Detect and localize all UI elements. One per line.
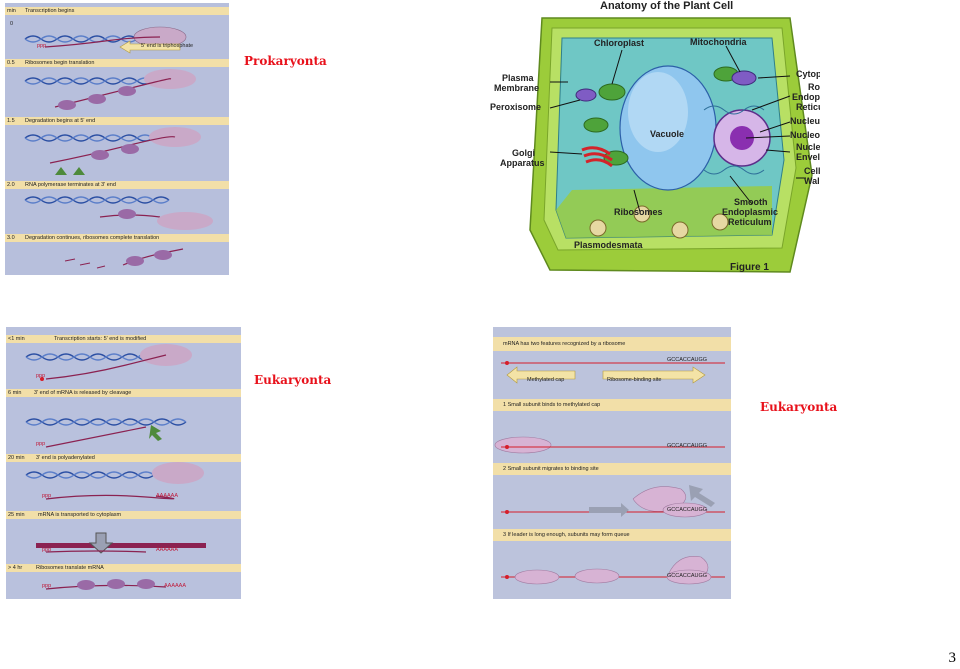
euk2-header: mRNA has two features recognized by a ri… — [493, 337, 731, 351]
euk2-step-1: 1 Small subunit binds to methylated cap — [493, 399, 731, 411]
ppp-label: ppp — [42, 493, 52, 499]
label-smooth-3: Reticulum — [728, 217, 772, 227]
row-text: Ribosomes begin translation — [25, 60, 95, 66]
header-text: mRNA has two features recognized by a ri… — [503, 341, 626, 347]
step-text: 1 Small subunit binds to methylated cap — [503, 402, 601, 408]
polya-label: AAAAAA — [156, 547, 179, 553]
page-number: 3 — [948, 650, 957, 666]
polya-label: AAAAAA — [164, 583, 187, 589]
row-time: min — [7, 8, 16, 14]
label-envelope-1: Nuclear — [796, 142, 820, 152]
prokaryote-figure: min Transcription begins 0 ppp 5' end is… — [5, 3, 229, 275]
row-time: 1.5 — [7, 118, 15, 124]
row-time: 6 min — [8, 390, 22, 396]
label-ribosomes: Ribosomes — [614, 207, 663, 217]
eukaryonta-label-1: Eukaryonta — [254, 373, 332, 387]
prokaryonta-label: Prokaryonta — [244, 54, 327, 68]
label-nucleolus: Nucleolus — [790, 130, 820, 140]
sequence-label: GCCACCAUGG — [667, 573, 708, 579]
euk1-row-2: 20 min 3' end is polyadenylated — [6, 454, 241, 462]
label-plasmodesmata: Plasmodesmata — [574, 240, 643, 250]
label-plasma-1: Plasma — [502, 73, 534, 83]
prok-row-0: min Transcription begins — [5, 7, 229, 15]
euk2-step-2: 2 Small subunit migrates to binding site — [493, 463, 731, 475]
prok-row-3: 2.0 RNA polymerase terminates at 3' end — [5, 181, 229, 189]
label-rough-2: Endoplasmic — [792, 92, 820, 102]
label-cytoplasm: Cytoplasm — [796, 69, 820, 79]
row-time: 25 min — [8, 512, 25, 518]
row-text: Transcription starts: 5' end is modified — [54, 336, 147, 342]
ppp-label: ppp — [36, 441, 46, 447]
sequence-label: GCCACCAUGG — [667, 507, 708, 513]
euk2-step-3: 3 If leader is long enough, subunits may… — [493, 529, 731, 541]
row-time: > 4 hr — [8, 565, 23, 571]
row-text: Ribosomes translate mRNA — [36, 565, 104, 571]
euk1-row-4: > 4 hr Ribosomes translate mRNA — [6, 564, 241, 572]
plant-cell-illustration — [529, 17, 813, 273]
sequence-label: GCCACCAUGG — [667, 443, 708, 449]
label-cellwall-1: Cell — [804, 166, 820, 176]
row-text: mRNA is transported to cytoplasm — [38, 512, 122, 518]
arrow-label: 5' end is triphosphate — [141, 43, 194, 49]
label-mitochondria: Mitochondria — [690, 37, 747, 47]
label-golgi-2: Apparatus — [500, 158, 545, 168]
cap-label: Methylated cap — [527, 377, 565, 383]
label-vacuole: Vacuole — [650, 129, 685, 139]
row-text: Degradation begins at 5' end — [25, 118, 96, 124]
label-nucleus: Nucleus — [790, 116, 820, 126]
euk1-row-3: 25 min mRNA is transported to cytoplasm — [6, 511, 241, 519]
sequence-label: GCCACCAUGG — [667, 357, 708, 363]
row-time: 3.0 — [7, 235, 15, 241]
label-smooth-2: Endoplasmic — [722, 207, 779, 217]
ppp-label: ppp — [42, 547, 52, 553]
label-envelope-2: Envelope — [796, 152, 820, 162]
figure-caption: Figure 1 — [730, 262, 769, 273]
plant-cell-figure: Anatomy of the Plant Cell Chloroplast Mi… — [490, 0, 820, 277]
euk1-row-0: <1 min Transcription starts: 5' end is m… — [6, 335, 241, 343]
row-time: 2.0 — [7, 182, 15, 188]
label-cellwall-2: Wall — [804, 176, 820, 186]
first-time: 0 — [10, 21, 14, 27]
label-rough-1: Rough — [808, 82, 820, 92]
cell-title: Anatomy of the Plant Cell — [600, 0, 734, 12]
step-text: 2 Small subunit migrates to binding site — [503, 466, 599, 472]
prok-row-2: 1.5 Degradation begins at 5' end — [5, 117, 229, 125]
row-text: RNA polymerase terminates at 3' end — [25, 182, 116, 188]
ribosome-binding-figure: mRNA has two features recognized by a ri… — [493, 327, 731, 599]
prokaryote-illustration — [24, 26, 213, 269]
prok-row-4: 3.0 Degradation continues, ribosomes com… — [5, 234, 229, 242]
row-time: <1 min — [8, 336, 25, 342]
row-text: 3' end of mRNA is released by cleavage — [34, 390, 132, 396]
label-chloroplast: Chloroplast — [594, 38, 645, 48]
row-time: 20 min — [8, 455, 25, 461]
ribosome-binding-illustration — [494, 361, 725, 585]
row-text: 3' end is polyadenylated — [36, 455, 95, 461]
ppp-label: ppp — [36, 373, 46, 379]
row-text: Transcription begins — [25, 8, 75, 14]
row-time: 0.5 — [7, 60, 15, 66]
eukaryote-mrna-figure: <1 min Transcription starts: 5' end is m… — [6, 327, 241, 599]
prok-row-1: 0.5 Ribosomes begin translation — [5, 59, 229, 67]
ppp-label: ppp — [37, 43, 47, 49]
rbs-label: Ribosome-binding site — [607, 377, 662, 383]
euk1-row-1: 6 min 3' end of mRNA is released by clea… — [6, 389, 241, 397]
eukaryote-mrna-illustration — [25, 344, 206, 590]
label-plasma-2: Membrane — [494, 83, 540, 93]
label-smooth-1: Smooth — [734, 197, 768, 207]
row-text: Degradation continues, ribosomes complet… — [25, 235, 160, 241]
polya-label: AAAAAA — [156, 493, 179, 499]
ppp-label: ppp — [42, 583, 52, 589]
step-text: 3 If leader is long enough, subunits may… — [503, 532, 630, 538]
label-peroxisome: Peroxisome — [490, 102, 542, 112]
label-rough-3: Reticulum — [796, 102, 820, 112]
eukaryonta-label-2: Eukaryonta — [760, 400, 838, 414]
label-golgi-1: Golgi — [512, 148, 535, 158]
